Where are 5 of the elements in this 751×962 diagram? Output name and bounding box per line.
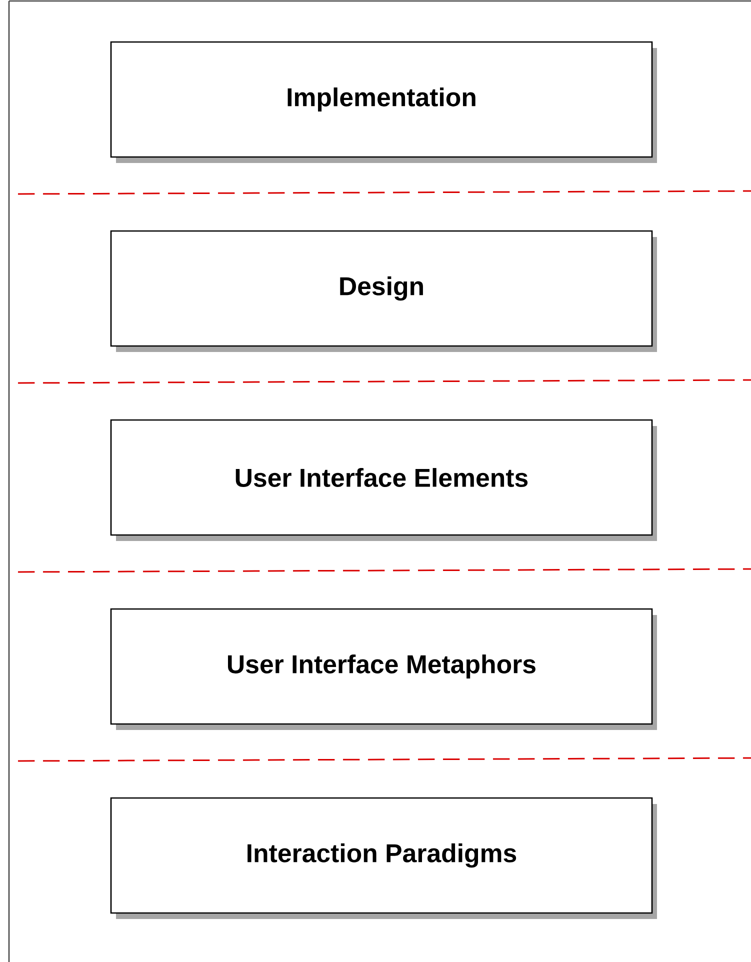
process-box: User Interface Metaphors bbox=[110, 608, 657, 730]
process-box: User Interface Elements bbox=[110, 419, 657, 541]
process-box: Interaction Paradigms bbox=[110, 797, 657, 919]
process-box: Design bbox=[110, 230, 657, 352]
process-box: Implementation bbox=[110, 41, 657, 163]
